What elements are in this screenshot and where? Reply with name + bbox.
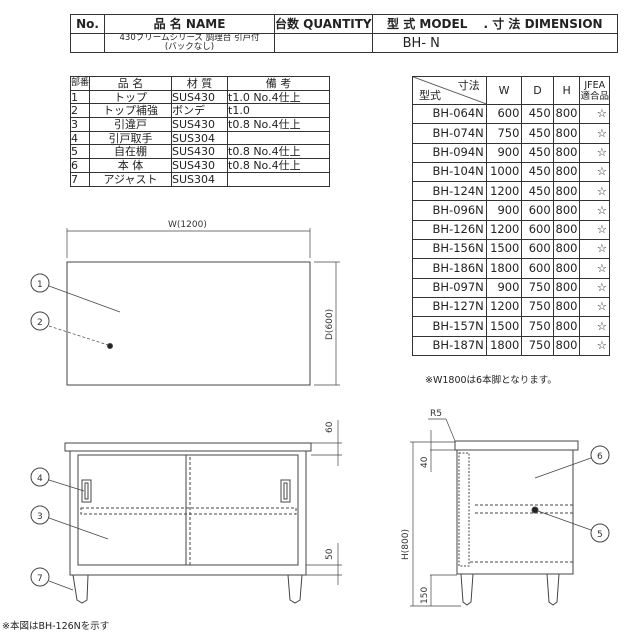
radius-label: R5 <box>430 409 442 419</box>
callout-1: 1 <box>37 280 43 290</box>
parts-header-material: 材 質 <box>171 76 229 91</box>
top-thickness-dim: 60 <box>325 421 335 433</box>
part-no: 4 <box>69 130 91 146</box>
callout-7: 7 <box>37 574 43 584</box>
part-no: 1 <box>69 89 91 105</box>
model-height: 800 <box>552 316 581 337</box>
callout-6: 6 <box>597 452 603 462</box>
depth-dimension: D(600) <box>325 309 335 340</box>
jfea-line-1: JFEA <box>584 79 606 91</box>
model-height: 800 <box>552 335 581 356</box>
part-remarks <box>227 171 330 187</box>
name-value: 430ブリームシリーズ 調理台 引戸付 (バックなし) <box>104 33 275 53</box>
model-code: BH-187N <box>412 335 487 356</box>
model-jfea: ☆ <box>579 335 610 356</box>
model-height: 800 <box>552 103 581 125</box>
callout-2: 2 <box>37 318 43 328</box>
corner-bottom: 型式 <box>419 89 441 102</box>
side-view: R5 40 H(800) 150 6 5 <box>401 409 610 607</box>
model-value: BH- N <box>371 33 619 53</box>
model-corner: 寸法 型式 <box>412 76 487 105</box>
header-jfea: JFEA 適合品 <box>579 76 610 105</box>
title-block: No. 品 名 NAME 台数 QUANTITY 型 式 MODEL . 寸 法… <box>70 14 619 53</box>
side-leg-dim: 150 <box>420 587 430 604</box>
width-dimension: W(1200) <box>168 220 207 230</box>
model-code: BH-097N <box>412 277 487 298</box>
part-material: SUS304 <box>171 171 229 187</box>
name-line-1: 430ブリームシリーズ 調理台 引戸付 <box>119 33 260 43</box>
callout-4: 4 <box>37 474 43 484</box>
front-view: 60 50 4 3 7 <box>30 420 342 604</box>
corner-top: 寸法 <box>457 79 480 92</box>
callout-5: 5 <box>597 530 603 540</box>
model-depth: 750 <box>521 335 554 356</box>
height-dimension: H(800) <box>401 529 411 560</box>
drawing-note: ※本図はBH-126Nを示す <box>2 621 110 632</box>
jfea-line-2: 適合品 <box>580 90 609 102</box>
top-view: W(1200) D(600) 1 2 <box>30 220 340 386</box>
part-no: 7 <box>69 171 91 187</box>
callout-3: 3 <box>37 512 43 522</box>
six-legs-note: ※W1800は6本脚となります。 <box>425 375 557 386</box>
model-height: 800 <box>552 258 581 279</box>
bottom-gap-dim: 50 <box>325 548 335 560</box>
name-line-2: (バックなし) <box>164 42 215 52</box>
model-depth: 450 <box>521 103 554 125</box>
side-top-dim: 40 <box>420 456 430 468</box>
header-h: H <box>552 76 581 105</box>
